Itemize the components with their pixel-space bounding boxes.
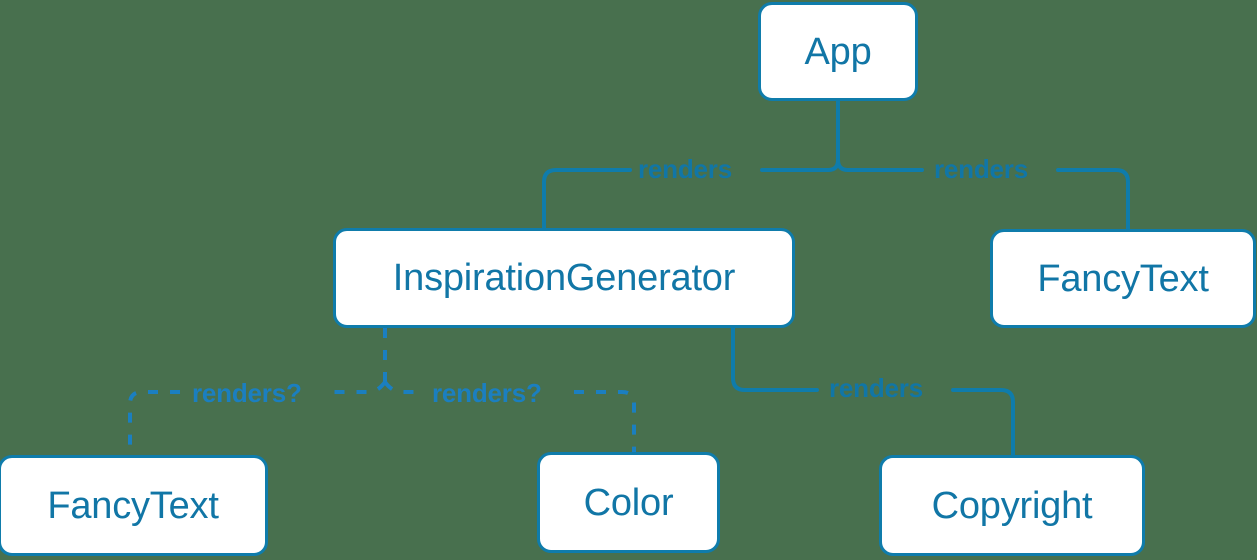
edge-label-inspirationgenerator-copyright: renders	[829, 373, 923, 403]
node-label-fancytext-right: FancyText	[1037, 257, 1209, 300]
edge-label-inspirationgenerator-color: renders?	[432, 378, 542, 408]
node-label-fancytext-bottom: FancyText	[47, 484, 219, 527]
edge-app-trunk-left	[826, 158, 840, 172]
node-fancytext-bottom[interactable]: FancyText	[0, 455, 268, 556]
edge-label-app-inspirationgenerator: renders	[638, 154, 732, 184]
node-label-app: App	[804, 30, 872, 73]
edge-label-app-fancytext-right: renders	[934, 154, 1028, 184]
node-label-color: Color	[583, 481, 674, 524]
node-app[interactable]: App	[758, 2, 918, 101]
node-label-inspirationgenerator: InspirationGenerator	[392, 257, 736, 299]
edge-app-to-fancytext-right	[846, 168, 1130, 231]
edge-app-to-inspirationgenerator	[542, 168, 830, 230]
node-label-copyright: Copyright	[931, 484, 1093, 527]
node-fancytext-right[interactable]: FancyText	[990, 229, 1256, 328]
node-copyright[interactable]: Copyright	[879, 455, 1145, 556]
node-inspirationgenerator[interactable]: InspirationGenerator	[333, 228, 795, 328]
edge-label-inspirationgenerator-fancytext-bottom: renders?	[192, 378, 302, 408]
edge-inspirationgenerator-to-copyright	[731, 326, 1015, 457]
node-color[interactable]: Color	[537, 452, 720, 553]
edge-inspirationgenerator-to-fancytext-bottom	[128, 380, 387, 455]
edge-inspirationgenerator-to-color	[383, 380, 636, 452]
